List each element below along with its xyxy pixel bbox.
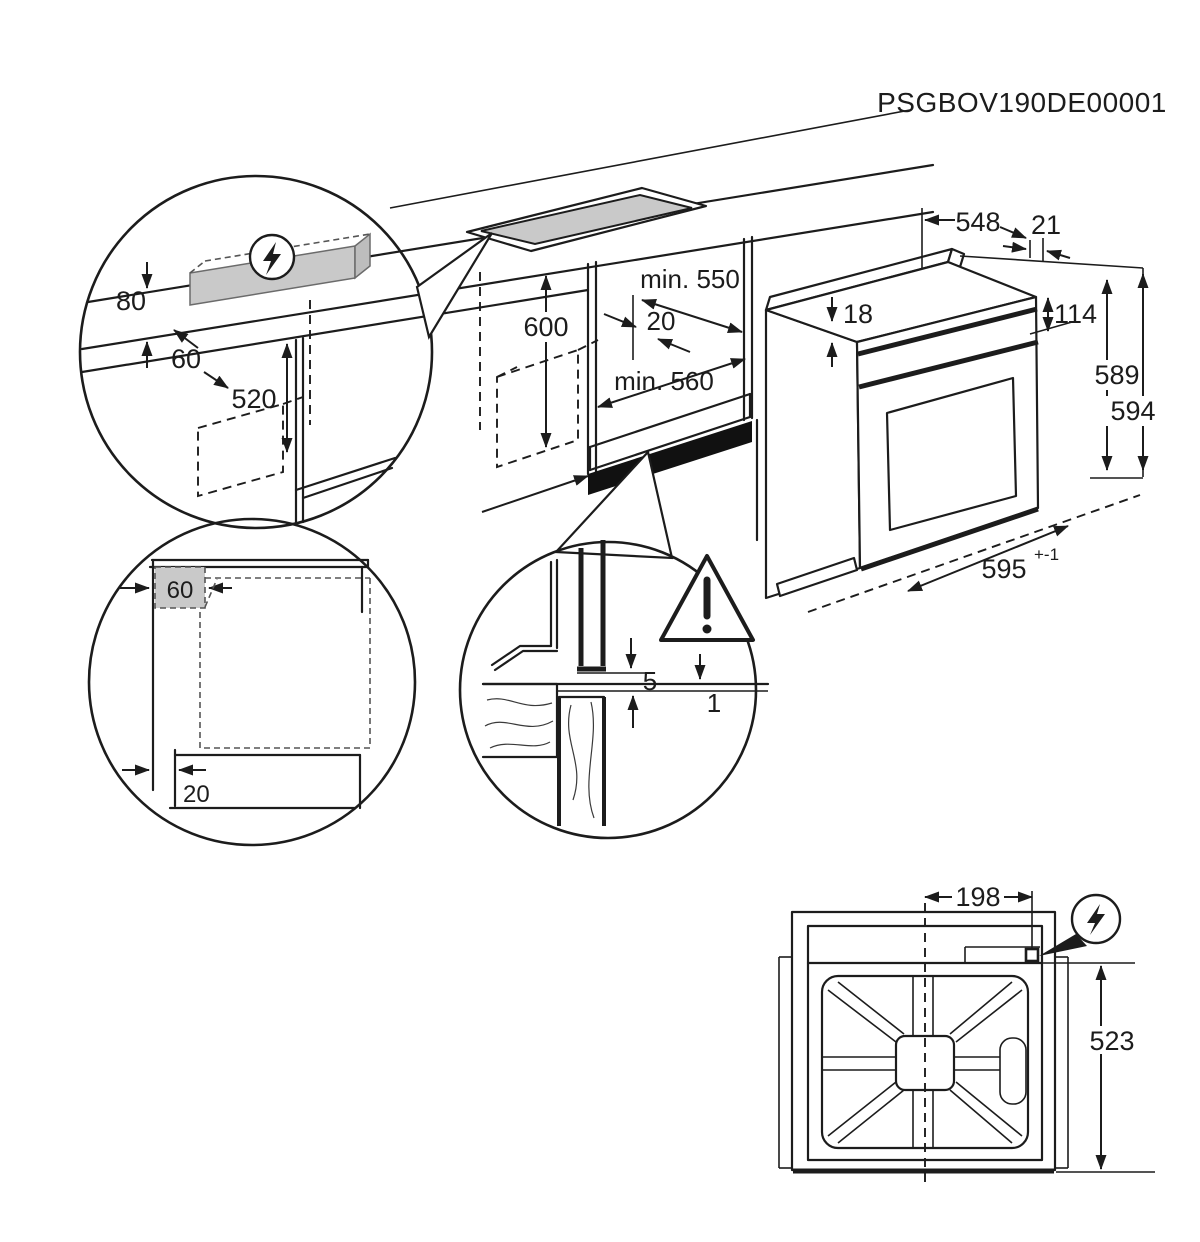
side-rails [778, 956, 1069, 1169]
counter-front-face [80, 288, 590, 374]
cabinet-section-lines [197, 300, 397, 526]
lightning-icon [263, 242, 281, 275]
gap-top-label: 5 [643, 666, 657, 696]
lightning-icon [1087, 904, 1105, 935]
detail-tl-dimensions: 80 60 520 [116, 262, 293, 453]
niche-depth-bottom-label: min. 560 [614, 366, 714, 396]
oven-back-view: 198 523 [778, 882, 1155, 1188]
oven-position-dashed [479, 272, 599, 469]
niche-height-label: 600 [523, 312, 568, 342]
kitchen-scene: 600 min. 550 20 min. 560 [80, 109, 935, 542]
detail-side-section: 60 20 [87, 517, 417, 847]
oven-depth-label: 548 [955, 207, 1000, 237]
counter-front-edge [80, 210, 935, 351]
floor-reference-dashed [807, 494, 1141, 613]
oven-back-panel-label: 114 [1054, 299, 1097, 329]
oven-back-gap-label: 21 [1031, 210, 1061, 240]
oven-foot [775, 556, 859, 598]
socket-offset-label: 198 [955, 882, 1000, 912]
spacer-label: 60 [167, 577, 194, 604]
detail-front-gap: 5 1 [458, 540, 770, 840]
niche-depth-top-label: min. 550 [640, 264, 740, 294]
oven-door-window [885, 376, 1018, 532]
warning-icon [659, 554, 755, 642]
oven-trim-label: 18 [843, 299, 873, 329]
mains-connection-box [1024, 947, 1040, 963]
detail-circle-side [87, 517, 417, 847]
socket-drop-label: 523 [1089, 1026, 1134, 1056]
callout-wedge-top [415, 232, 493, 340]
hob-cutout [465, 186, 708, 253]
ventilation-slot [588, 421, 752, 495]
detail-circle [78, 174, 434, 530]
electric-connection-icon-back [1039, 893, 1122, 956]
oven-height-total-label: 594 [1110, 396, 1155, 426]
setback-label: 60 [171, 344, 201, 374]
oven-width-tolerance: +-1 [1034, 545, 1059, 564]
oven-3d-view [764, 247, 1144, 613]
wood-shelf-section [481, 682, 559, 759]
detail-electrical-zone: 80 60 520 [78, 174, 434, 530]
callout-wedge-gap [553, 449, 674, 560]
gap-front-label: 1 [707, 688, 721, 718]
niche-rail-label: 20 [647, 306, 676, 336]
gap-above-label: 80 [116, 286, 146, 316]
oven-outline-dashed-side [199, 577, 371, 749]
wall-line [389, 109, 911, 209]
drawing-code: PSGBOV190DE00001 [877, 87, 1167, 118]
niche-dimensions: 600 min. 550 20 min. 560 [481, 264, 746, 513]
oven-dimensions: 548 21 18 114 589 594 595 +-1 [826, 207, 1162, 592]
oven-width-label: 595 [981, 554, 1026, 584]
spacer-block: 60 [154, 566, 206, 609]
side-emboss [999, 1037, 1027, 1105]
electric-connection-icon [248, 233, 296, 281]
plinth-label: 20 [183, 781, 210, 808]
drop-below-label: 520 [231, 384, 276, 414]
oven-height-body-label: 589 [1094, 360, 1139, 390]
detail-circle-gap [458, 540, 758, 840]
wood-front-panel-section [557, 695, 606, 826]
oven-side-panel [764, 308, 862, 600]
